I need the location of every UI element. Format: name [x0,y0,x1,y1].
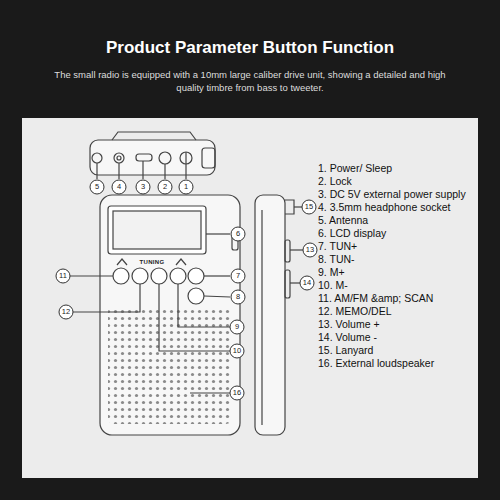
callout-number: 3 [141,183,145,191]
function-item: 2. Lock [318,175,474,188]
function-item: 16. External loudspeaker [318,357,474,370]
callout-number: 6 [236,230,240,238]
callout-number: 14 [303,279,311,287]
function-item: 10. M- [318,279,474,292]
callout-number: 4 [117,183,121,191]
function-list: 1. Power/ Sleep2. Lock3. DC 5V external … [318,162,474,370]
device-print: TUNING [140,259,165,265]
function-item: 3. DC 5V external power supply [318,188,474,201]
callout-number: 1 [184,183,188,191]
callout-number: 12 [62,308,70,316]
function-item: 5. Antenna [318,214,474,227]
function-item: 14. Volume - [318,331,474,344]
subtitle-caption: The small radio is equipped with a 10mm … [45,68,455,94]
function-item: 12. MEMO/DEL [318,305,474,318]
callout-number: 10 [233,347,241,355]
callout-number: 11 [59,272,67,280]
function-item: 13. Volume + [318,318,474,331]
function-item: 6. LCD display [318,227,474,240]
callout-number: 16 [233,389,241,397]
callout-number: 15 [305,203,313,211]
function-item: 15. Lanyard [318,344,474,357]
callout-number: 2 [163,183,167,191]
callout-number: 5 [95,183,99,191]
callout-number: 8 [236,293,240,301]
function-item: 8. TUN- [318,253,474,266]
function-item: 11. AM/FM &amp; SCAN [318,292,474,305]
function-item: 1. Power/ Sleep [318,162,474,175]
function-item: 7. TUN+ [318,240,474,253]
callout-number: 7 [236,272,240,280]
callout-number: 9 [235,323,239,331]
callout-number: 13 [306,246,314,254]
function-item: 9. M+ [318,266,474,279]
function-item: 4. 3.5mm headphone socket [318,201,474,214]
page-title: Product Parameter Button Function [20,38,480,58]
